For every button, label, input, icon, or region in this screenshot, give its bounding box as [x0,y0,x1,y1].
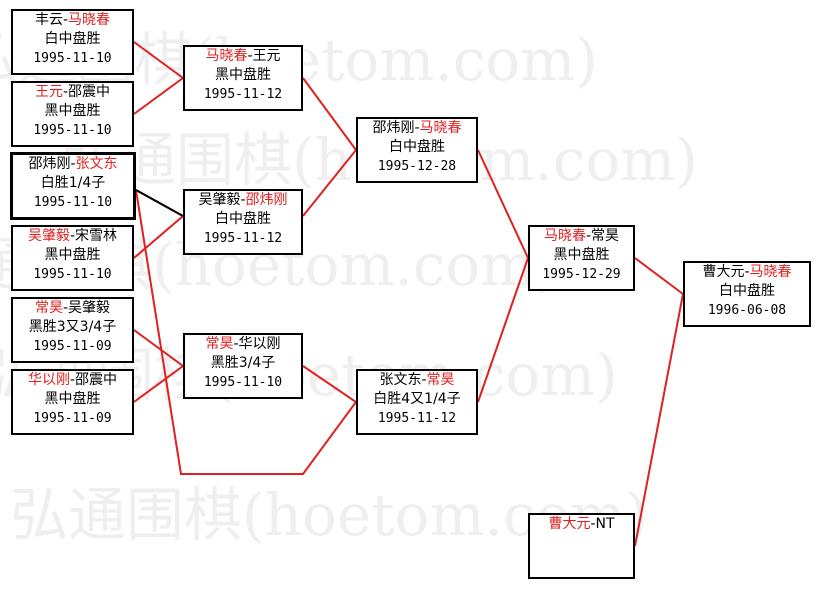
match-result: 白中盘胜 [44,31,101,47]
match-date: 1995-11-09 [33,339,112,354]
match-players: 常昊-华以刚 [205,336,281,352]
match-date: 1995-12-29 [542,267,621,282]
match-date: 1996-06-08 [707,303,787,318]
match-players: 华以刚-邵震中 [27,372,118,388]
match-players: 丰云-马晓春 [34,12,111,28]
player-name: 邵震中 [75,372,118,388]
match-result: 白中盘胜 [389,139,445,155]
player-name-winner: 张文东 [75,156,118,172]
bracket-connector [133,329,185,403]
match-box: 吴肇毅-宋雪林 黑中盘胜 1995-11-10 [11,225,134,291]
player-name: 邵炜刚 [372,120,415,136]
player-name-winner: 常昊 [34,300,63,316]
match-players: 马晓春-王元 [205,48,281,64]
match-box: 邵炜刚-马晓春 白中盘胜 1995-12-28 [356,117,478,183]
player-name-winner: 华以刚 [27,372,70,388]
match-box: 马晓春-常昊 黑中盘胜 1995-12-29 [528,225,635,291]
match-players: 吴肇毅-宋雪林 [27,228,118,244]
match-result: 白中盘胜 [215,211,271,227]
player-name: 吴肇毅 [198,192,241,208]
match-box: 常昊-华以刚 黑胜3/4子 1995-11-10 [183,333,303,399]
bracket-connector [135,189,358,475]
match-result: 黑胜3又3/4子 [28,319,117,335]
match-box: 邵炜刚-张文东 白胜1/4子 1995-11-10 [10,152,136,220]
player-name-winner: 吴肇毅 [27,228,70,244]
match-result: 黑中盘胜 [44,391,101,407]
player-name-winner: 常昊 [205,336,234,352]
bracket-connector [634,257,685,547]
match-result: 黑中盘胜 [215,67,271,83]
match-box: 曹大元-NT [528,513,635,579]
player-name-winner: 王元 [34,84,63,100]
match-date: 1995-12-28 [377,159,457,174]
match-result: 黑中盘胜 [44,103,101,119]
player-name-winner: 曹大元 [548,516,591,532]
match-result: 白中盘胜 [719,283,775,299]
match-result: 白胜1/4子 [40,175,106,191]
match-date: 1995-11-09 [33,411,112,426]
match-players: 张文东-常昊 [379,372,455,388]
player-name-winner: 马晓春 [543,228,586,244]
match-box-final: 曹大元-马晓春 白中盘胜 1996-06-08 [683,261,811,327]
match-date: 1995-11-10 [203,375,283,390]
bracket-connector [133,41,185,115]
player-name: 张文东 [379,372,422,388]
match-players: 邵炜刚-马晓春 [372,120,462,136]
player-name-winner: 马晓春 [68,12,111,28]
player-name: 王元 [252,48,281,64]
match-box: 常昊-吴肇毅 黑胜3又3/4子 1995-11-09 [11,297,134,363]
match-date: 1995-11-10 [33,267,112,282]
player-name: NT [595,516,615,532]
match-players: 吴肇毅-邵炜刚 [198,192,288,208]
player-name: 曹大元 [702,264,745,280]
match-date: 1995-11-12 [203,87,283,102]
match-date: 1995-11-10 [33,51,112,66]
match-result: 黑中盘胜 [553,247,610,263]
match-players: 马晓春-常昊 [543,228,620,244]
match-result: 黑胜3/4子 [210,355,276,371]
bracket-connector [477,149,530,403]
match-box: 马晓春-王元 黑中盘胜 1995-11-12 [183,45,303,111]
match-result: 白胜4又1/4子 [373,391,461,407]
match-box: 吴肇毅-邵炜刚 白中盘胜 1995-11-12 [183,189,303,255]
player-name-winner: 邵炜刚 [245,192,288,208]
match-players: 常昊-吴肇毅 [34,300,111,316]
player-name: 丰云 [34,12,63,28]
match-players: 王元-邵震中 [34,84,111,100]
player-name: 邵炜刚 [28,156,71,172]
player-name: 邵震中 [68,84,111,100]
player-name: 吴肇毅 [68,300,111,316]
match-box: 王元-邵震中 黑中盘胜 1995-11-10 [11,81,134,147]
match-players: 邵炜刚-张文东 [28,156,118,172]
match-date: 1995-11-10 [33,123,112,138]
player-name-winner: 马晓春 [205,48,248,64]
match-box: 华以刚-邵震中 黑中盘胜 1995-11-09 [11,369,134,435]
match-box: 张文东-常昊 白胜4又1/4子 1995-11-12 [356,369,478,435]
player-name-winner: 马晓春 [749,264,792,280]
player-name-winner: 马晓春 [419,120,462,136]
match-players: 曹大元-马晓春 [702,264,792,280]
match-result: 黑中盘胜 [44,247,101,263]
bracket-connector-winner [135,189,184,217]
bracket-connector [302,77,358,217]
match-box: 丰云-马晓春 白中盘胜 1995-11-10 [11,9,134,75]
match-date: 1995-11-10 [33,195,113,210]
player-name: 常昊 [591,228,620,244]
player-name-winner: 常昊 [426,372,455,388]
match-date: 1995-11-12 [377,411,457,426]
match-players: 曹大元-NT [548,516,615,532]
player-name: 宋雪林 [75,228,118,244]
match-date: 1995-11-12 [203,231,283,246]
player-name: 华以刚 [238,336,281,352]
